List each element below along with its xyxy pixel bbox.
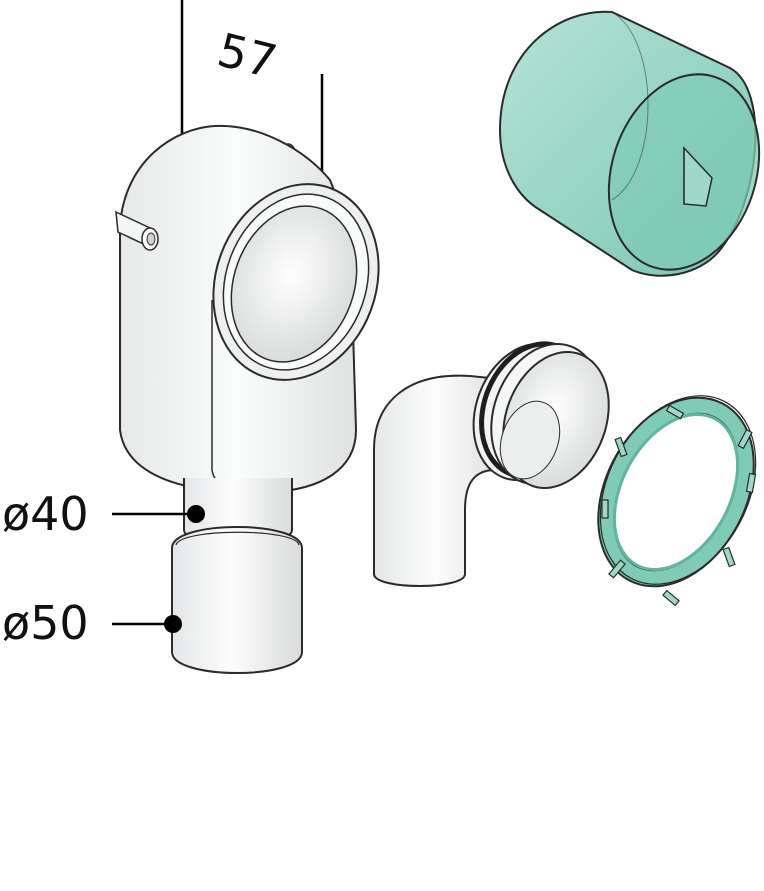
- leader-dot-40: [187, 505, 205, 523]
- elbow-pipe: [373, 341, 610, 587]
- teal-cover-cap: [498, 10, 761, 277]
- dimension-label-57: 57: [212, 23, 282, 90]
- teal-lock-ring: [597, 395, 757, 607]
- dimension-label-40: ø40: [2, 487, 89, 541]
- leader-dot-50: [164, 615, 182, 633]
- siphon-body: [115, 124, 380, 674]
- dimension-label-50: ø50: [2, 596, 89, 650]
